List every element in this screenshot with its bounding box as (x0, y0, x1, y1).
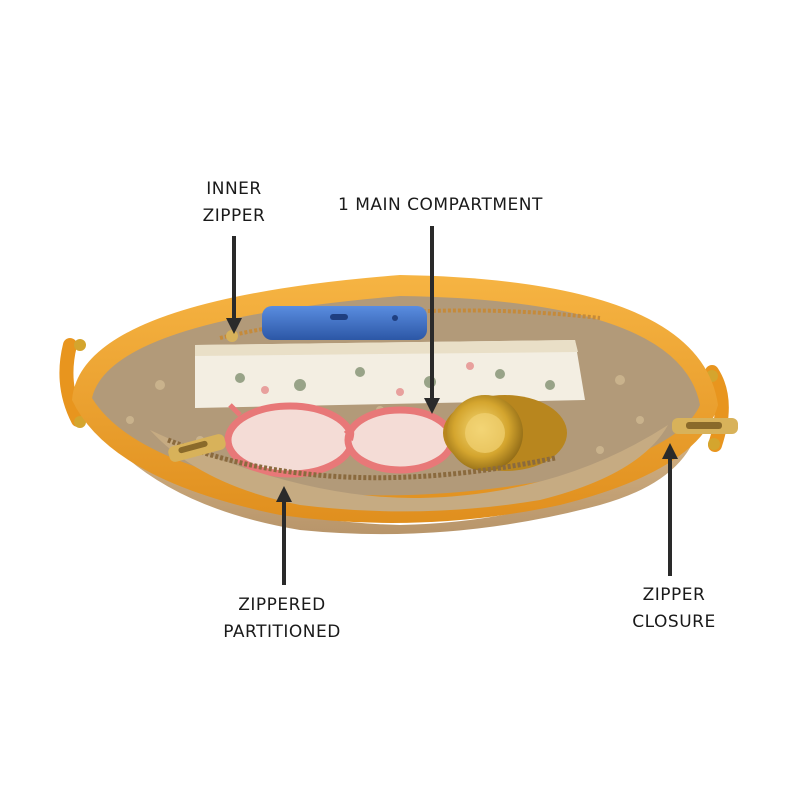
label-zipper-closure: ZIPPER CLOSURE (626, 582, 722, 636)
phone (262, 306, 427, 340)
label-zippered-partitioned: ZIPPERED PARTITIONED (222, 592, 342, 646)
annotation-arrows (226, 226, 678, 585)
notebook (195, 340, 585, 408)
label-line: PARTITIONED (223, 622, 341, 642)
label-main-compartment: 1 MAIN COMPARTMENT (338, 192, 543, 219)
label-inner-zipper: INNER ZIPPER (198, 176, 270, 230)
inner-zipper-pull (226, 330, 238, 342)
label-line: ZIPPERED (238, 595, 326, 615)
label-line: ZIPPER (202, 206, 266, 226)
closure-zipper-pull (672, 418, 738, 434)
left-strap (59, 338, 85, 427)
partition-pocket (150, 425, 668, 512)
partition-zipper-pull (168, 434, 226, 462)
label-line: ZIPPER (642, 585, 706, 605)
label-line: 1 MAIN COMPARTMENT (338, 195, 543, 215)
label-line: INNER (206, 179, 262, 199)
label-line: CLOSURE (632, 612, 716, 632)
